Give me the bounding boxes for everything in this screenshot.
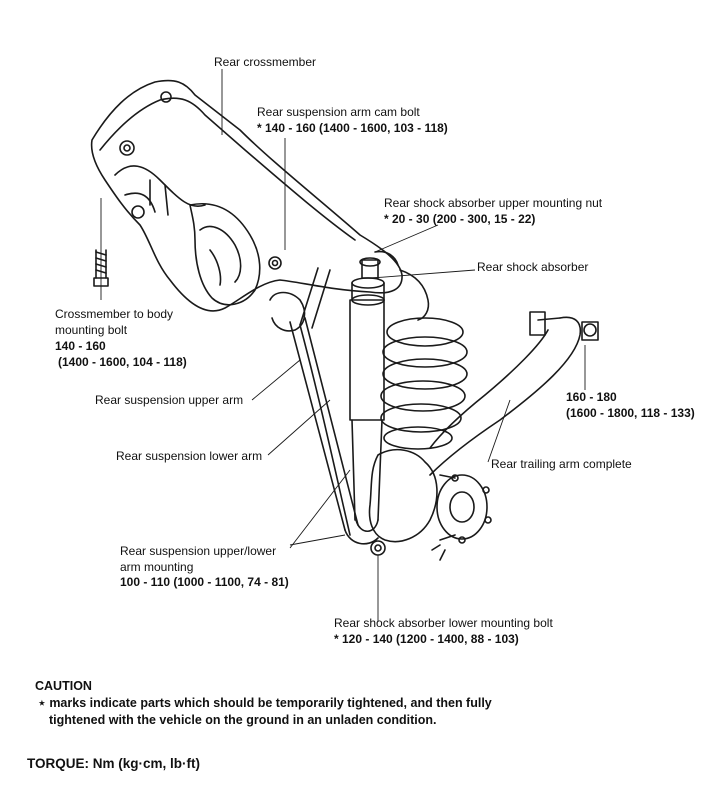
upper-nut-torque: * 20 - 30 (200 - 300, 15 - 22) <box>384 212 536 226</box>
crossmember-bolt-label-1: Crossmember to body <box>55 307 174 321</box>
cam-bolt-torque: * 140 - 160 (1400 - 1600, 103 - 118) <box>257 121 448 135</box>
trailing-arm-torque-1: 160 - 180 <box>566 390 617 404</box>
lower-arm-label: Rear suspension lower arm <box>116 449 263 463</box>
trailing-arm-drawing <box>429 311 599 476</box>
cam-bolt-label: Rear suspension arm cam bolt <box>257 105 420 119</box>
star-icon: ⋆ <box>38 696 46 710</box>
caution-text-1: marks indicate parts which should be tem… <box>49 696 492 710</box>
suspension-arms-drawing <box>289 267 386 556</box>
lower-bolt-label: Rear shock absorber lower mounting bolt <box>334 616 553 630</box>
rear-crossmember-drawing <box>90 79 430 332</box>
torque-units: TORQUE: Nm (kg·cm, lb·ft) <box>27 756 200 771</box>
arm-mounting-label-2: arm mounting <box>120 560 194 574</box>
shock-absorber-drawing <box>349 257 385 533</box>
rear-crossmember-label: Rear crossmember <box>214 55 317 69</box>
coil-spring-drawing <box>380 317 468 450</box>
arm-mounting-label-1: Rear suspension upper/lower <box>120 544 277 558</box>
upper-nut-label: Rear shock absorber upper mounting nut <box>384 196 603 210</box>
caution-line-2: tightened with the vehicle on the ground… <box>49 713 437 727</box>
upper-arm-label: Rear suspension upper arm <box>95 393 244 407</box>
crossmember-bolt-label-2: mounting bolt <box>55 323 128 337</box>
shock-absorber-label: Rear shock absorber <box>477 260 589 274</box>
crossmember-bolt-torque-1: 140 - 160 <box>55 339 106 353</box>
trailing-arm-torque-2: (1600 - 1800, 118 - 133) <box>566 406 695 420</box>
trailing-arm-label: Rear trailing arm complete <box>491 457 632 471</box>
leader-lines <box>100 69 586 622</box>
caution-title: CAUTION <box>35 679 92 693</box>
crossmember-bolt-torque-2: (1400 - 1600, 104 - 118) <box>58 355 187 369</box>
caution-line-1: ⋆ marks indicate parts which should be t… <box>38 695 492 712</box>
lower-bolt-torque: * 120 - 140 (1200 - 1400, 88 - 103) <box>334 632 519 646</box>
arm-mounting-torque: 100 - 110 (1000 - 1100, 74 - 81) <box>120 575 289 589</box>
hub-knuckle-drawing <box>368 448 492 561</box>
